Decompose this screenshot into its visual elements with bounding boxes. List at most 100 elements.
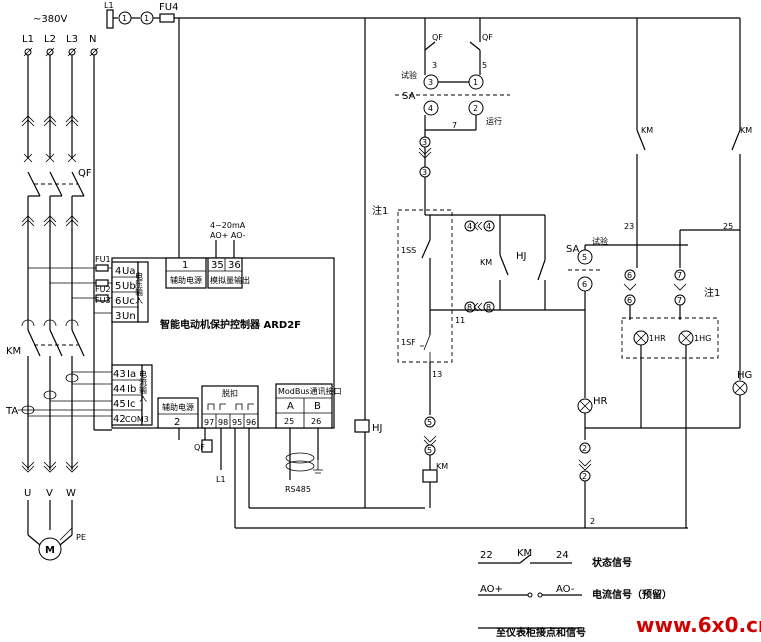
sa-test-label: 试验 xyxy=(401,70,417,80)
km-aux-label: KM xyxy=(480,258,492,267)
term-3b: 3 xyxy=(422,168,427,177)
relay-contacts-symbol xyxy=(207,403,254,410)
voltage-taps xyxy=(28,264,112,314)
sa2-label: SA xyxy=(566,244,580,255)
controller-title: 智能电动机保护控制器 ARD2F xyxy=(160,318,301,331)
current-group-label: 电流输入 xyxy=(139,369,148,402)
term-6b: 6 xyxy=(627,296,632,305)
out-u-label: U xyxy=(24,488,31,499)
pin-ib: Ib xyxy=(127,384,136,395)
relay-title: 脱扣 xyxy=(222,388,238,398)
phase-l1-label: L1 xyxy=(22,34,34,45)
legend-ao-minus: AO- xyxy=(556,584,575,595)
qf-main-label: QF xyxy=(78,168,92,179)
hj-contact-label: HJ xyxy=(516,251,526,262)
km-right2-label: KM xyxy=(740,126,752,135)
sa-contact-3: 3 xyxy=(428,78,433,87)
pin-43: 43 xyxy=(113,369,126,380)
pin-96: 96 xyxy=(246,418,256,427)
pin-42: 42 xyxy=(113,414,126,425)
ai-header: 4~20mA xyxy=(210,221,246,230)
out-w-label: W xyxy=(66,488,76,499)
hj-coil xyxy=(354,419,370,433)
analog-out-label: 模拟量输出 xyxy=(210,275,250,285)
modbus-pin-25: 25 xyxy=(284,417,294,426)
rs485-label: RS485 xyxy=(285,485,311,494)
pin-4: 4 xyxy=(115,266,121,277)
pin-97: 97 xyxy=(204,418,214,427)
qf-a-label: QF xyxy=(432,33,443,42)
hr-label: HR xyxy=(593,396,608,407)
current-transformers xyxy=(18,371,112,417)
legend-footer: 至仪表柜接点和信号 xyxy=(496,626,586,639)
lamp-1hg-label: 1HG xyxy=(694,334,711,343)
fu1-label: FU1 xyxy=(95,255,111,264)
out-v-label: V xyxy=(46,488,53,499)
hj-coil-label: HJ xyxy=(372,423,382,434)
sa-contact-4: 4 xyxy=(428,104,433,113)
fu2-label: FU2 xyxy=(95,285,111,294)
term-6a: 6 xyxy=(627,271,632,280)
pin-44: 44 xyxy=(113,384,126,395)
pe-wire xyxy=(59,520,73,541)
voltage-label: ~380V xyxy=(33,14,67,25)
controller-bottom-wiring xyxy=(94,428,688,529)
voltage-group-label: 电压输入 xyxy=(135,271,144,304)
lamp-1hr-label: 1HR xyxy=(649,334,666,343)
node-3-label: 3 xyxy=(432,61,437,70)
pin-uc: Uc xyxy=(122,296,135,307)
sa2-test-label: 试验 xyxy=(592,236,608,246)
term-8b: 8 xyxy=(486,303,491,312)
sf-label: 1SF xyxy=(401,338,416,347)
modbus-pin-b: B xyxy=(314,401,321,412)
pin-3: 3 xyxy=(115,311,121,322)
pin-5: 5 xyxy=(115,281,121,292)
phase-l2-label: L2 xyxy=(44,34,56,45)
modbus-pin-26: 26 xyxy=(311,417,321,426)
phase-terminals xyxy=(23,47,99,57)
pin-ub: Ub xyxy=(122,281,136,292)
term-4b: 4 xyxy=(486,222,491,231)
fu3-label: FU3 xyxy=(95,296,111,305)
node-23-label: 23 xyxy=(624,222,634,231)
top-fuse-branch: L1 1 1 xyxy=(104,1,741,430)
node-13-label: 13 xyxy=(432,370,442,379)
sa-run-label: 运行 xyxy=(486,116,502,126)
legend-row1-left: 22 xyxy=(480,550,493,561)
legend-status-signal: 状态信号 xyxy=(592,556,632,569)
phase-wires xyxy=(21,55,95,430)
aux-power-label: 辅助电源 xyxy=(170,275,202,285)
sa-contact-2: 2 xyxy=(473,104,478,113)
pin-ic: Ic xyxy=(127,399,135,410)
phase-l3-label: L3 xyxy=(66,34,78,45)
motor-symbol xyxy=(38,537,62,561)
sa2-contact-5: 5 xyxy=(582,253,587,262)
motor-label: M xyxy=(45,545,55,556)
ta-label: TA xyxy=(5,406,18,417)
fu4-label: FU4 xyxy=(159,2,178,13)
term-5b: 5 xyxy=(427,446,432,455)
pin-45: 45 xyxy=(113,399,126,410)
term-4a: 4 xyxy=(467,222,472,231)
phase-n-label: N xyxy=(89,34,96,45)
term-2a: 2 xyxy=(582,444,587,453)
rs485-cable xyxy=(285,428,323,480)
modbus-title: ModBus通讯接口 xyxy=(278,386,342,396)
pin-6: 6 xyxy=(115,296,121,307)
note1-label: 注1 xyxy=(372,204,388,217)
pin-98: 98 xyxy=(218,418,228,427)
controller-box xyxy=(111,257,335,429)
sa-contact-1: 1 xyxy=(473,78,478,87)
term-2b: 2 xyxy=(582,472,587,481)
qf-b-label: QF xyxy=(482,33,493,42)
pin-95: 95 xyxy=(232,418,242,427)
pin-ia: Ia xyxy=(127,369,136,380)
l1-top-label: L1 xyxy=(104,1,114,10)
pin-36: 36 xyxy=(228,260,241,271)
pe-label: PE xyxy=(76,533,86,542)
node-2-label: 2 xyxy=(590,517,595,526)
node-25-label: 25 xyxy=(723,222,733,231)
watermark: www.6x0.cn xyxy=(636,613,761,637)
legend xyxy=(478,554,582,629)
